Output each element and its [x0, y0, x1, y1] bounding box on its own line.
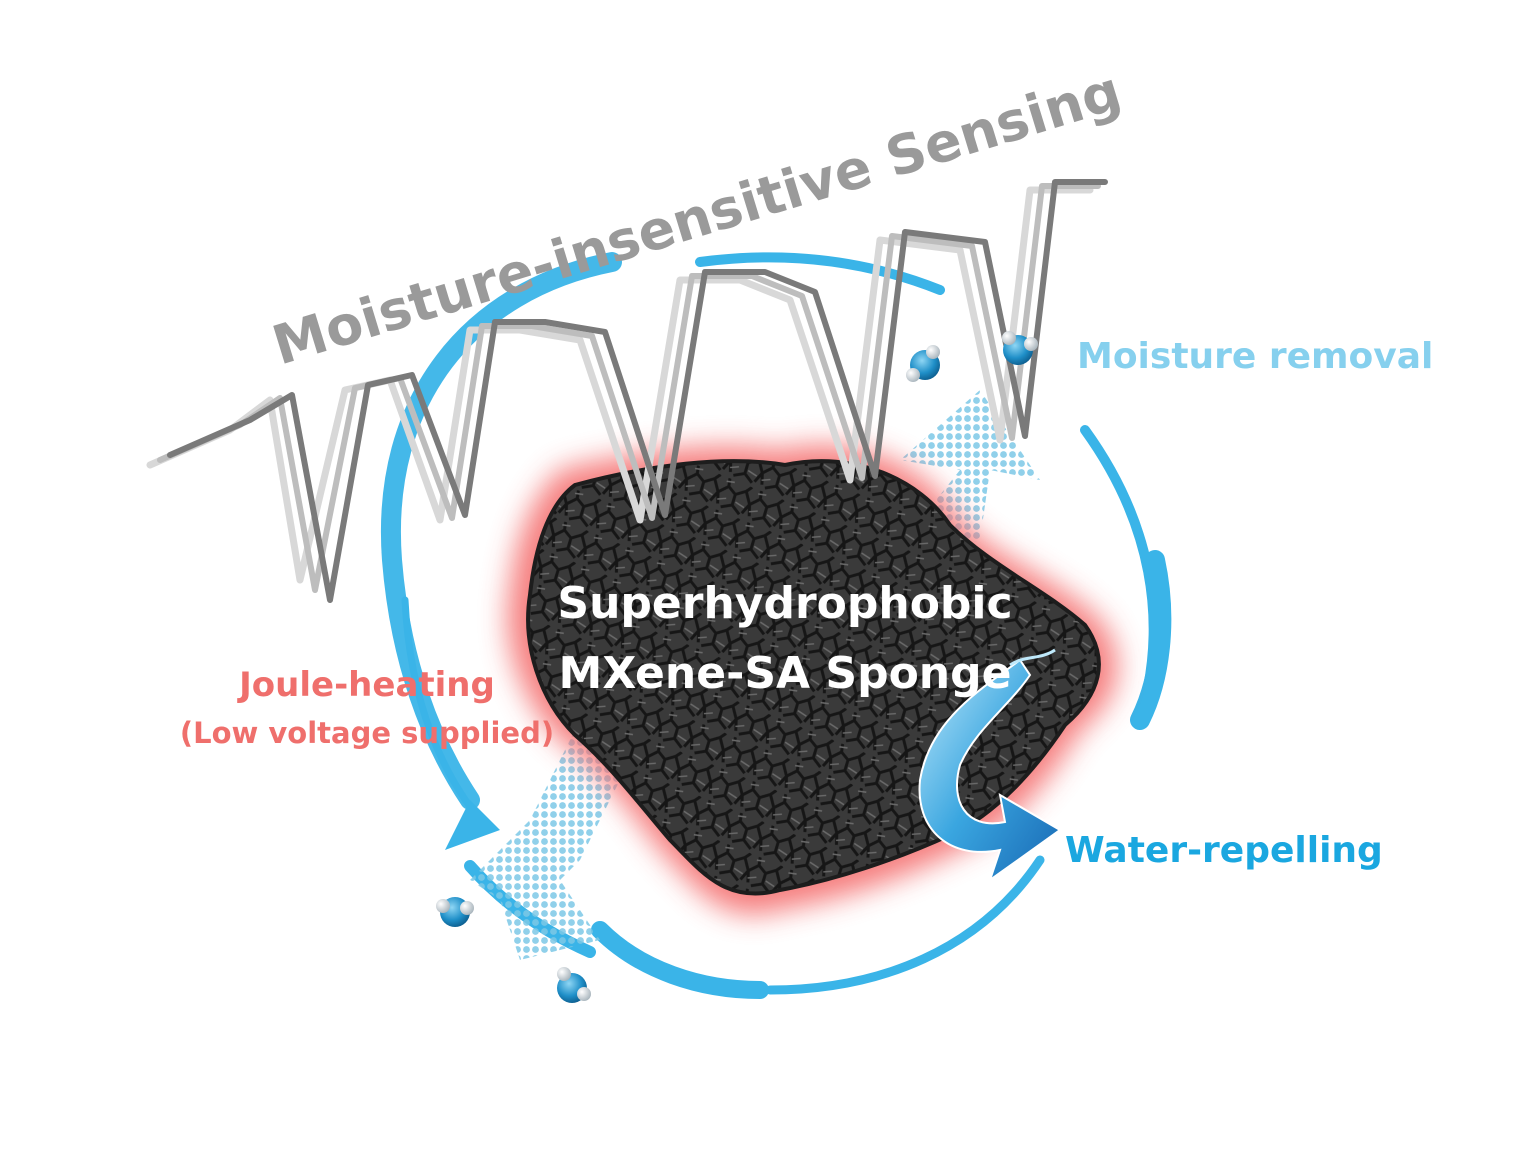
- water-molecule-icon: [436, 897, 474, 927]
- water-molecule-icon: [1002, 331, 1038, 365]
- sensing-signal-waveform: [146, 179, 1108, 603]
- water-molecule-icon: [557, 967, 591, 1003]
- sponge-title-line1: Superhydrophobic: [557, 578, 1012, 629]
- water-molecule-icon: [906, 345, 940, 382]
- cycle-arc-left-thin: [401, 596, 484, 824]
- sponge-title-line2: MXene-SA Sponge: [559, 648, 1012, 699]
- joule-heating-label: Joule-heating: [237, 665, 495, 705]
- cycle-arrowhead-left: [445, 800, 500, 850]
- cycle-arc-right-thick: [1130, 550, 1172, 730]
- low-voltage-label: (Low voltage supplied): [180, 716, 554, 750]
- water-repelling-label: Water-repelling: [1065, 830, 1383, 871]
- water-splash-arrow-icon: [918, 648, 1062, 883]
- cycle-arc-bottom-right: [765, 855, 1045, 995]
- cycle-arc-bottom: [591, 921, 769, 999]
- moisture-removal-label: Moisture removal: [1077, 336, 1433, 377]
- cycle-arrow-icon: [380, 252, 1172, 999]
- cycle-arc-top: [695, 252, 945, 295]
